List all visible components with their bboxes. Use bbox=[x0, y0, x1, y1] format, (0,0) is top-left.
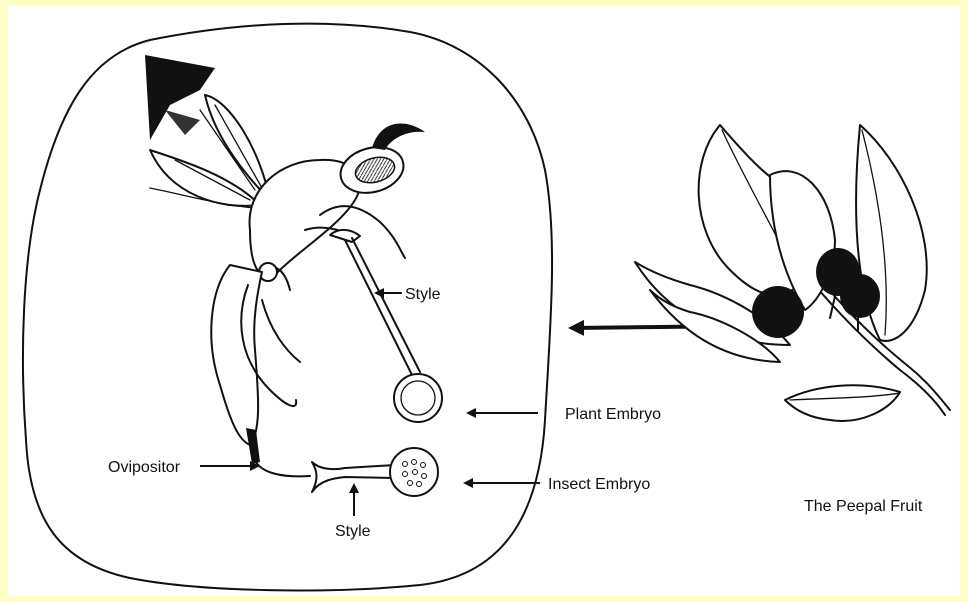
label-plant-embryo: Plant Embryo bbox=[565, 406, 661, 423]
peepal-fruit-1 bbox=[752, 286, 804, 338]
peepal-fruit-3 bbox=[840, 274, 880, 318]
label-style-lower: Style bbox=[335, 523, 371, 540]
label-style-upper: Style bbox=[405, 286, 441, 303]
label-insect-embryo: Insect Embryo bbox=[548, 476, 650, 493]
label-ovipositor: Ovipositor bbox=[108, 459, 181, 476]
label-peepal-fruit: The Peepal Fruit bbox=[804, 498, 923, 515]
insect-embryo-outer bbox=[390, 448, 438, 496]
